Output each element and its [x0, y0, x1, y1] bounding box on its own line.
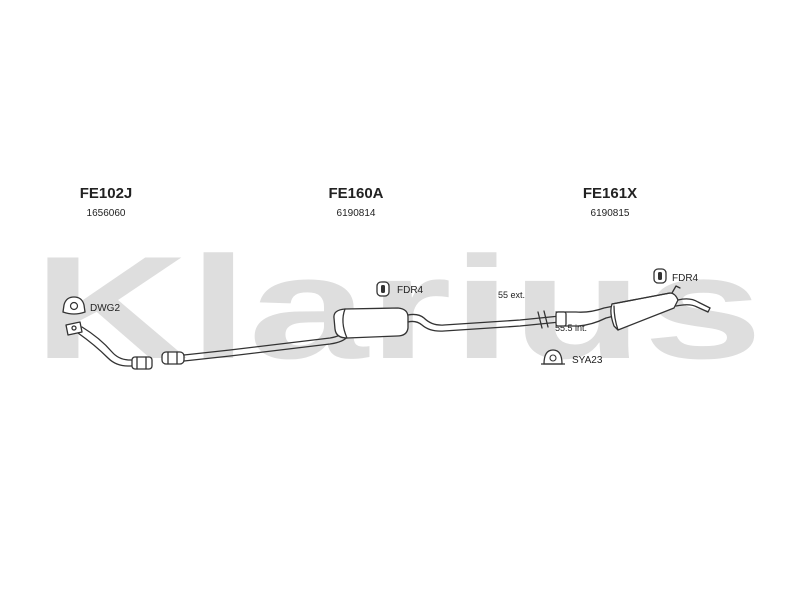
- part-code: FE102J: [80, 185, 133, 202]
- part-code: FE160A: [328, 185, 383, 202]
- gasket-icon: [62, 296, 86, 315]
- accessory-gasket: DWG2: [62, 296, 120, 315]
- rubber-hanger-icon: [376, 281, 390, 297]
- accessory-label: DWG2: [90, 303, 120, 314]
- part-number: 1656060: [87, 208, 126, 219]
- dimension-internal: 55.5 int.: [555, 323, 587, 333]
- part-label-rear-silencer: FE161X 6190815: [583, 185, 637, 219]
- accessory-clamp: SYA23: [541, 349, 603, 366]
- rubber-hanger-icon: [653, 268, 667, 284]
- front-pipe: [65, 321, 153, 370]
- clamp-icon: [541, 349, 565, 365]
- rear-silencer: [555, 285, 711, 331]
- accessory-hanger-rear: FDR4: [653, 268, 699, 284]
- accessory-label: SYA23: [572, 355, 603, 366]
- part-label-centre-silencer: FE160A 6190814: [328, 185, 383, 219]
- accessory-label: FDR4: [672, 273, 699, 284]
- accessory-hanger-front: FDR4: [376, 281, 424, 297]
- part-number: 6190815: [591, 208, 630, 219]
- accessory-label: FDR4: [397, 285, 424, 296]
- part-code: FE161X: [583, 185, 637, 202]
- centre-pipe: [161, 307, 561, 365]
- dimension-external: 55 ext.: [498, 290, 525, 300]
- part-label-front-pipe: FE102J 1656060: [80, 185, 133, 219]
- part-number: 6190814: [337, 208, 376, 219]
